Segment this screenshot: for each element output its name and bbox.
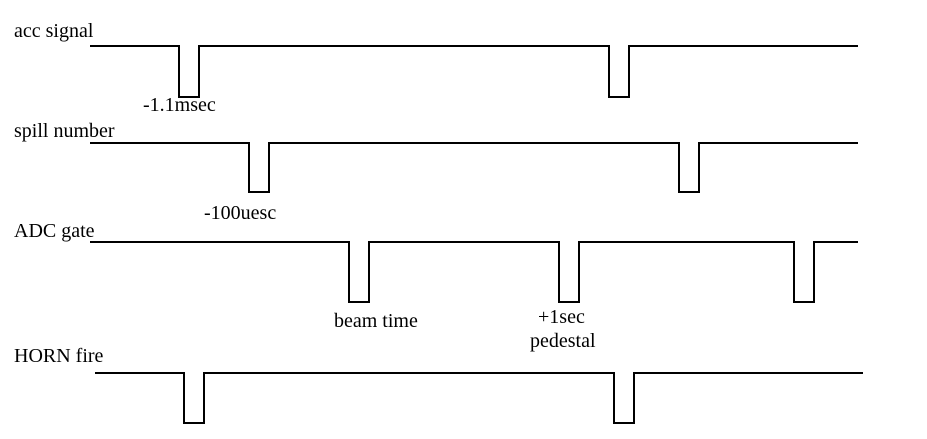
spill-number-trace xyxy=(90,142,858,193)
signal-label-acc: acc signal xyxy=(14,20,94,42)
annotation-pedestal: pedestal xyxy=(530,330,596,352)
signal-label-spill: spill number xyxy=(14,120,115,142)
acc-signal-trace xyxy=(90,45,858,98)
annotation-pedestal-offset: +1sec xyxy=(538,306,585,328)
horn-fire-trace xyxy=(95,372,863,424)
annotation-beam-time: beam time xyxy=(334,310,418,332)
signal-label-adc: ADC gate xyxy=(14,220,95,242)
signal-label-horn: HORN fire xyxy=(14,345,104,367)
adc-gate-trace xyxy=(90,241,858,303)
annotation-spill-offset: -100uesc xyxy=(204,202,276,224)
annotation-acc-offset: -1.1msec xyxy=(143,94,216,116)
